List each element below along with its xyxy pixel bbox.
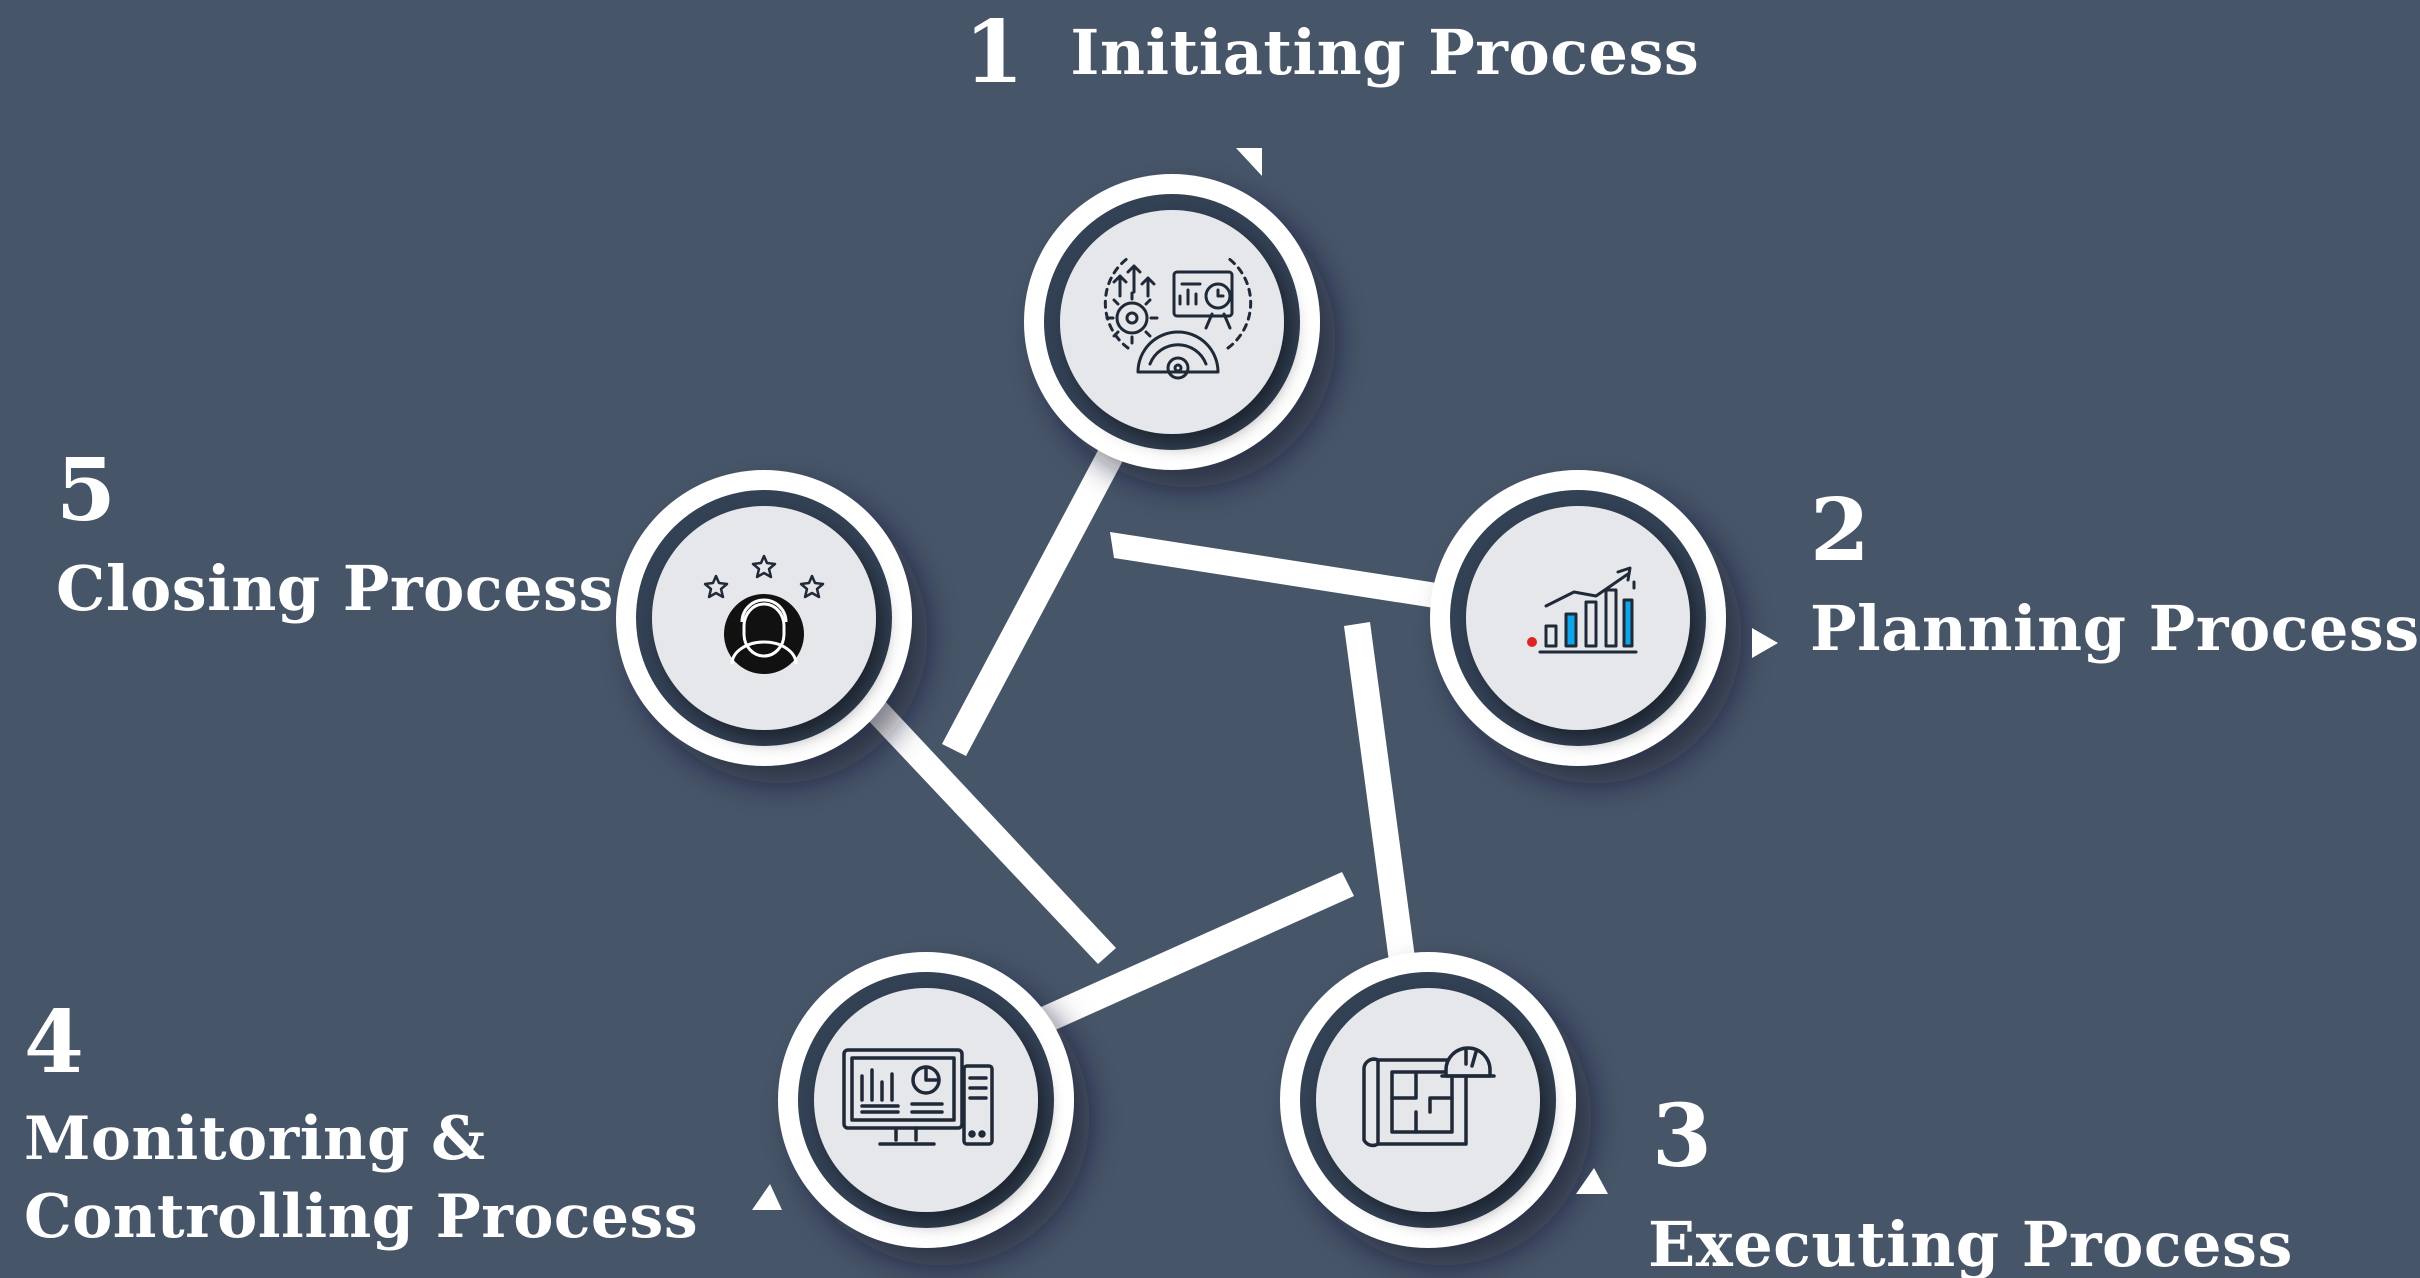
step-3-number: 3	[1652, 1086, 1713, 1187]
step-4-label: 4 Monitoring & Controlling Process	[24, 1000, 698, 1256]
step-5-number: 5	[56, 440, 117, 541]
step-4-title-line1: Monitoring &	[24, 1104, 486, 1174]
step-3-title: Executing Process	[1648, 1208, 2293, 1278]
step-1-number: 1	[964, 2, 1025, 103]
step-2-label: 2 Planning Process	[1810, 488, 2420, 660]
step-5-label: 5 Closing Process	[56, 448, 614, 620]
person-stars-icon	[703, 554, 825, 674]
computer-dashboard-icon	[842, 1048, 994, 1146]
connector-1-to-2	[1110, 532, 1460, 612]
connector-1-to-5	[942, 424, 1136, 756]
step-1-label: 1 Initiating Process	[964, 10, 1699, 96]
arrow-step-2	[1752, 628, 1778, 658]
step-4-number: 4	[24, 992, 85, 1093]
arrow-step-4	[752, 1184, 782, 1210]
step-2-node	[1430, 470, 1726, 766]
arrow-step-3	[1576, 1168, 1608, 1194]
step-4-node	[778, 952, 1074, 1248]
step-4-title: Monitoring & Controlling Process	[24, 1100, 698, 1256]
arrow-step-1	[1236, 148, 1262, 176]
step-5-node	[616, 470, 912, 766]
step-5-title: Closing Process	[56, 552, 614, 625]
gears-report-icon	[1103, 256, 1253, 380]
direction-arrows	[752, 148, 1778, 1210]
step-1-title: Initiating Process	[1070, 16, 1700, 89]
connector-2-to-3	[1344, 622, 1418, 984]
step-2-title: Planning Process	[1810, 592, 2420, 665]
step-3-label: 3 Executing Process	[1648, 1086, 2293, 1276]
growth-chart-icon	[1538, 566, 1638, 654]
connector-3-to-4	[1012, 872, 1354, 1044]
blueprint-helmet-icon	[1362, 1046, 1496, 1148]
step-3-node	[1280, 952, 1576, 1248]
connector-lines	[866, 424, 1460, 1044]
step-1-node	[1024, 174, 1320, 470]
step-4-title-line2: Controlling Process	[24, 1182, 699, 1252]
connector-4-to-5	[866, 700, 1116, 964]
step-2-number: 2	[1810, 480, 1871, 581]
